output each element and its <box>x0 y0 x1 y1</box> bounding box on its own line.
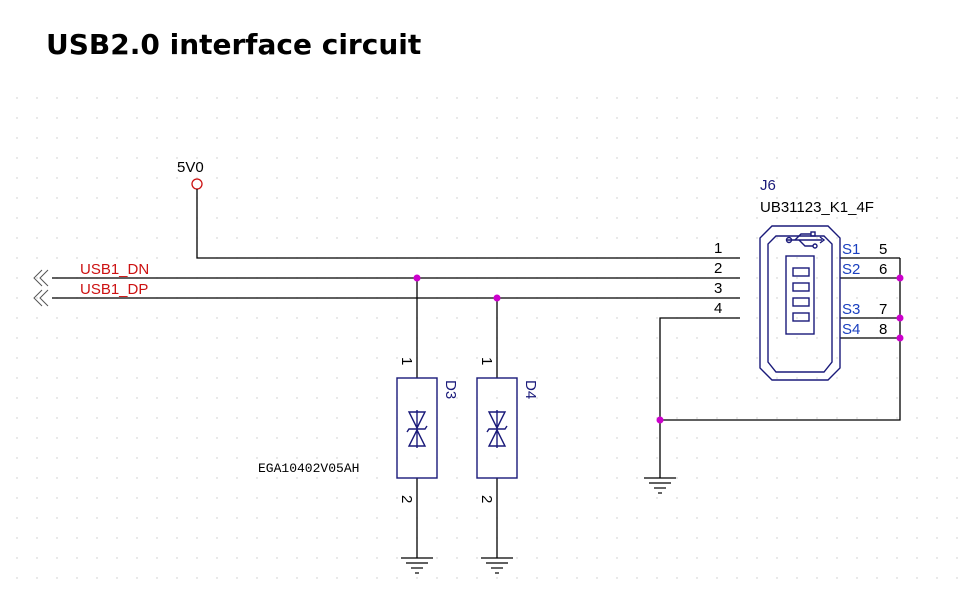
offpage-connector-icon <box>33 269 49 307</box>
pin-number: 1 <box>714 240 722 257</box>
tvs-diode-icon <box>406 410 428 448</box>
pin-number: 7 <box>879 301 887 318</box>
connector-socket <box>785 255 815 335</box>
wire-gnd-pin4 <box>659 317 740 478</box>
shield-label: S1 <box>842 241 860 258</box>
net-label-dn: USB1_DN <box>80 261 149 278</box>
power-port-circle <box>191 178 203 190</box>
wire-vbus <box>196 189 740 259</box>
tvs-diode-d3: 1 2 D3 EGA10402V05AH <box>258 357 459 503</box>
wires <box>52 189 901 558</box>
junction-dot <box>896 274 904 282</box>
connector-contact <box>792 267 810 277</box>
shield-label: S3 <box>842 301 860 318</box>
ground-icon <box>644 477 676 494</box>
tvs-part: EGA10402V05AH <box>258 461 359 476</box>
pin-number: 5 <box>879 241 887 258</box>
tvs-diode-d4: 1 2 D4 <box>476 357 539 503</box>
pin-number: 6 <box>879 261 887 278</box>
connector-contact <box>792 282 810 292</box>
wire-shield-return <box>660 258 901 421</box>
connector-ref: J6 <box>760 177 776 194</box>
power-port-5v0: 5V0 <box>177 159 204 190</box>
pin-number: 3 <box>714 280 722 297</box>
tvs-body <box>476 377 518 479</box>
connector-contact <box>792 297 810 307</box>
tvs-ref: D4 <box>522 380 539 399</box>
tvs-diode-icon <box>486 410 508 448</box>
connector-contact <box>792 312 810 322</box>
shield-label: S2 <box>842 261 860 278</box>
page-title: USB2.0 interface circuit <box>46 28 422 61</box>
net-label-dp: USB1_DP <box>80 281 148 298</box>
pin-number: 8 <box>879 321 887 338</box>
pin-number: 4 <box>714 300 722 317</box>
tvs-body <box>396 377 438 479</box>
pin-number: 1 <box>398 357 415 365</box>
junctions <box>413 274 904 424</box>
connector-part: UB31123_K1_4F <box>760 199 874 216</box>
usb-icon <box>785 231 826 249</box>
power-net-label: 5V0 <box>177 159 204 176</box>
pin-number: 2 <box>478 495 495 503</box>
junction-dot <box>413 274 421 282</box>
tvs-ref: D3 <box>442 380 459 399</box>
junction-dot <box>896 334 904 342</box>
connector-body <box>759 225 841 381</box>
shield-label: S4 <box>842 321 860 338</box>
connector-inner <box>767 235 833 373</box>
pin-number: 1 <box>478 357 495 365</box>
junction-dot <box>493 294 501 302</box>
connector-j6: J6 UB31123_K1_4F 1 2 3 4 S1 S2 S3 S4 5 6… <box>714 177 887 381</box>
junction-dot <box>656 416 664 424</box>
pin-number: 2 <box>398 495 415 503</box>
ground-icon <box>481 557 513 574</box>
grid-dots <box>16 97 958 579</box>
pin-number: 2 <box>714 260 722 277</box>
ground-icon <box>401 557 433 574</box>
junction-dot <box>896 314 904 322</box>
